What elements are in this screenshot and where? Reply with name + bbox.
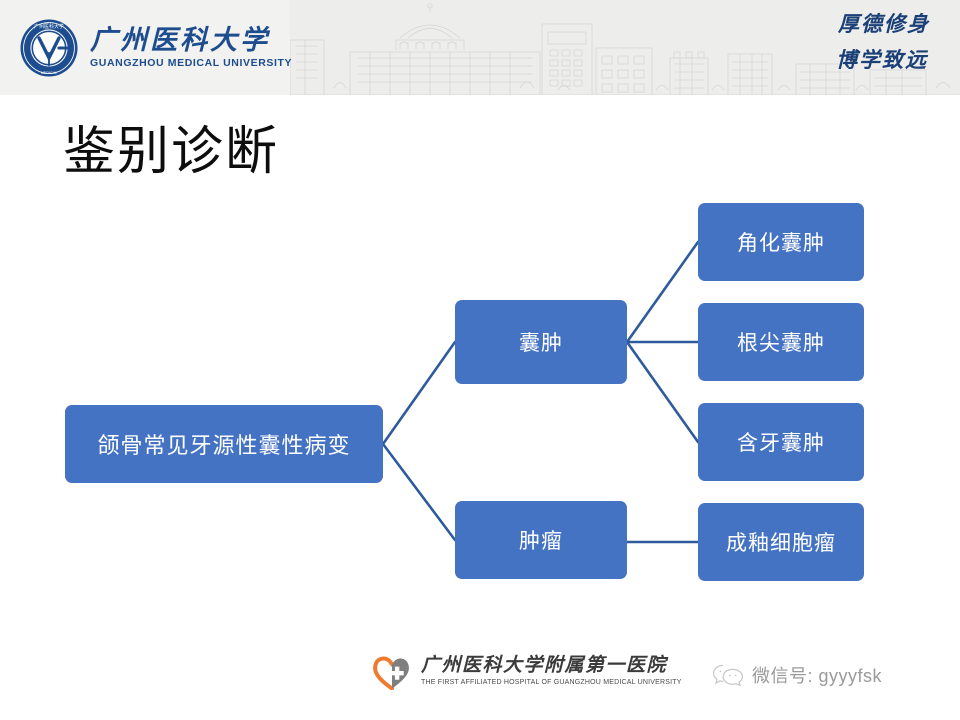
university-logo: 广州医科大学 MEDICAL 广州医科大学 GUANGZHOU MEDICAL …: [0, 0, 293, 95]
node-branch-tumor-label: 肿瘤: [519, 530, 563, 553]
node-root-label: 颌骨常见牙源性囊性病变: [97, 433, 351, 458]
university-name-cn: 广州医科大学: [90, 24, 270, 55]
university-name-en: GUANGZHOU MEDICAL UNIVERSITY: [90, 57, 293, 70]
page-title: 鉴别诊断: [63, 123, 280, 181]
university-motto: 厚德修身 博学致远: [836, 8, 930, 74]
tree-connectors: [381, 240, 700, 544]
university-seal-icon: 广州医科大学 MEDICAL: [20, 18, 78, 77]
heart-hospital-logo-icon: [373, 656, 409, 690]
node-leaf-radicular-cyst[interactable]: 根尖囊肿: [698, 303, 864, 381]
hospital-name-en: THE FIRST AFFILIATED HOSPITAL OF GUANGZH…: [421, 678, 682, 686]
node-branch-cyst[interactable]: 囊肿: [455, 300, 627, 384]
hospital-logo: 广州医科大学附属第一医院 THE FIRST AFFILIATED HOSPIT…: [370, 652, 682, 690]
node-leaf-radicular-cyst-label: 根尖囊肿: [737, 332, 825, 355]
motto-line-1: 厚德修身: [838, 12, 930, 36]
hospital-name-cn: 广州医科大学附属第一医院: [421, 655, 668, 677]
motto-line-2: 博学致远: [836, 48, 928, 72]
wechat-id-label: 微信号: gyyyfsk: [752, 666, 883, 686]
node-leaf-dentigerous-cyst[interactable]: 含牙囊肿: [698, 403, 864, 481]
node-branch-tumor[interactable]: 肿瘤: [455, 501, 627, 579]
wechat-account: 微信号: gyyyfsk: [712, 662, 882, 688]
node-root[interactable]: 颌骨常见牙源性囊性病变: [65, 405, 383, 483]
campus-skyline-sketch: [250, 3, 960, 95]
svg-text:MEDICAL: MEDICAL: [41, 71, 58, 75]
node-leaf-keratocyst-label: 角化囊肿: [737, 232, 825, 255]
differential-diagnosis-tree: 颌骨常见牙源性囊性病变 囊肿 肿瘤 角化囊肿 根尖囊肿 含牙囊肿 成釉细胞瘤: [0, 95, 960, 640]
svg-text:广州医科大学: 广州医科大学: [34, 23, 64, 30]
page-header: 广州医科大学 MEDICAL 广州医科大学 GUANGZHOU MEDICAL …: [0, 0, 960, 95]
node-leaf-dentigerous-cyst-label: 含牙囊肿: [737, 432, 825, 455]
page-footer: 广州医科大学附属第一医院 THE FIRST AFFILIATED HOSPIT…: [0, 640, 960, 720]
node-leaf-ameloblastoma-label: 成釉细胞瘤: [726, 532, 836, 555]
node-leaf-keratocyst[interactable]: 角化囊肿: [698, 203, 864, 281]
node-leaf-ameloblastoma[interactable]: 成釉细胞瘤: [698, 503, 864, 581]
node-branch-cyst-label: 囊肿: [519, 332, 563, 355]
wechat-bubbles-icon: [712, 664, 744, 687]
